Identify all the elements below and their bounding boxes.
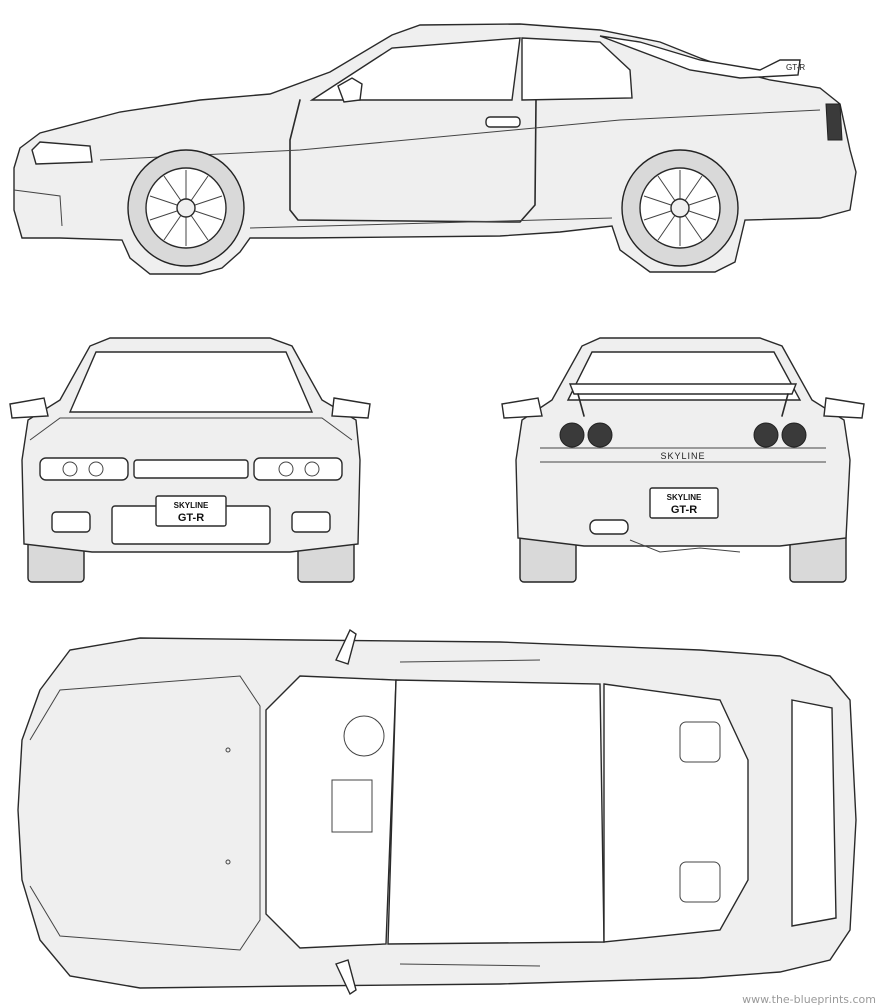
rear-exhaust [589,519,629,535]
rear-underbody [629,539,741,553]
front-left-foglight [51,511,91,533]
rear-spoiler-stands [577,393,789,417]
side-door-outline [289,99,537,223]
front-plate [155,495,227,527]
rear-plate [649,487,719,519]
front-grille [133,459,249,479]
top-hood-panel [29,675,261,951]
side-mirror [337,77,363,103]
side-view: GT-R [13,23,857,275]
rear-left-taillight-outer [559,422,585,448]
side-spoiler-badge: GT-R [786,63,805,72]
side-door-window [309,37,521,101]
side-front-wheel [127,149,245,267]
top-hood-pin-2 [225,859,231,865]
front-windshield [68,351,314,413]
rear-trunk-script: SKYLINE [660,451,705,461]
top-trunk-spoiler [791,699,837,927]
rear-left-mirror [501,397,543,419]
front-left-mirror [9,397,49,419]
front-view: SKYLINE GT-R [9,337,371,583]
top-windshield [265,675,397,949]
top-view [17,628,857,996]
side-bumper-line [13,189,63,227]
top-roof [387,679,605,945]
side-rear-spoiler [599,35,801,79]
front-right-foglight [291,511,331,533]
top-hood-pin-1 [225,747,231,753]
top-rear-window [603,683,749,943]
front-right-headlight [253,457,343,481]
front-right-mirror [331,397,371,419]
rear-spoiler [568,383,798,395]
top-steering-wheel [343,715,385,757]
side-taillight [825,103,843,141]
side-headlight [31,141,93,165]
top-center-console [331,779,373,833]
top-rear-seats [679,721,721,903]
side-rear-window [521,37,633,101]
rear-right-taillight-outer [781,422,807,448]
rear-right-mirror [823,397,865,419]
front-plate-line1: SKYLINE [174,501,209,510]
top-right-mirror [335,959,357,996]
watermark: www.the-blueprints.com [742,993,876,1006]
side-rear-wheel [621,149,739,267]
top-left-mirror [335,628,357,665]
front-left-headlight [39,457,129,481]
rear-plate-line1: SKYLINE [667,493,702,502]
rear-view: SKYLINE SKYLINE GT-R [501,337,865,583]
rear-plate-line2: GT-R [671,504,697,516]
rear-right-taillight-inner [753,422,779,448]
top-door-lines [399,659,541,967]
front-plate-line2: GT-R [178,512,204,524]
rear-left-taillight-inner [587,422,613,448]
side-skirt-line [249,217,613,229]
front-hood-line [29,417,353,441]
rear-trunk-line [540,447,826,463]
side-door-handle [485,116,521,128]
